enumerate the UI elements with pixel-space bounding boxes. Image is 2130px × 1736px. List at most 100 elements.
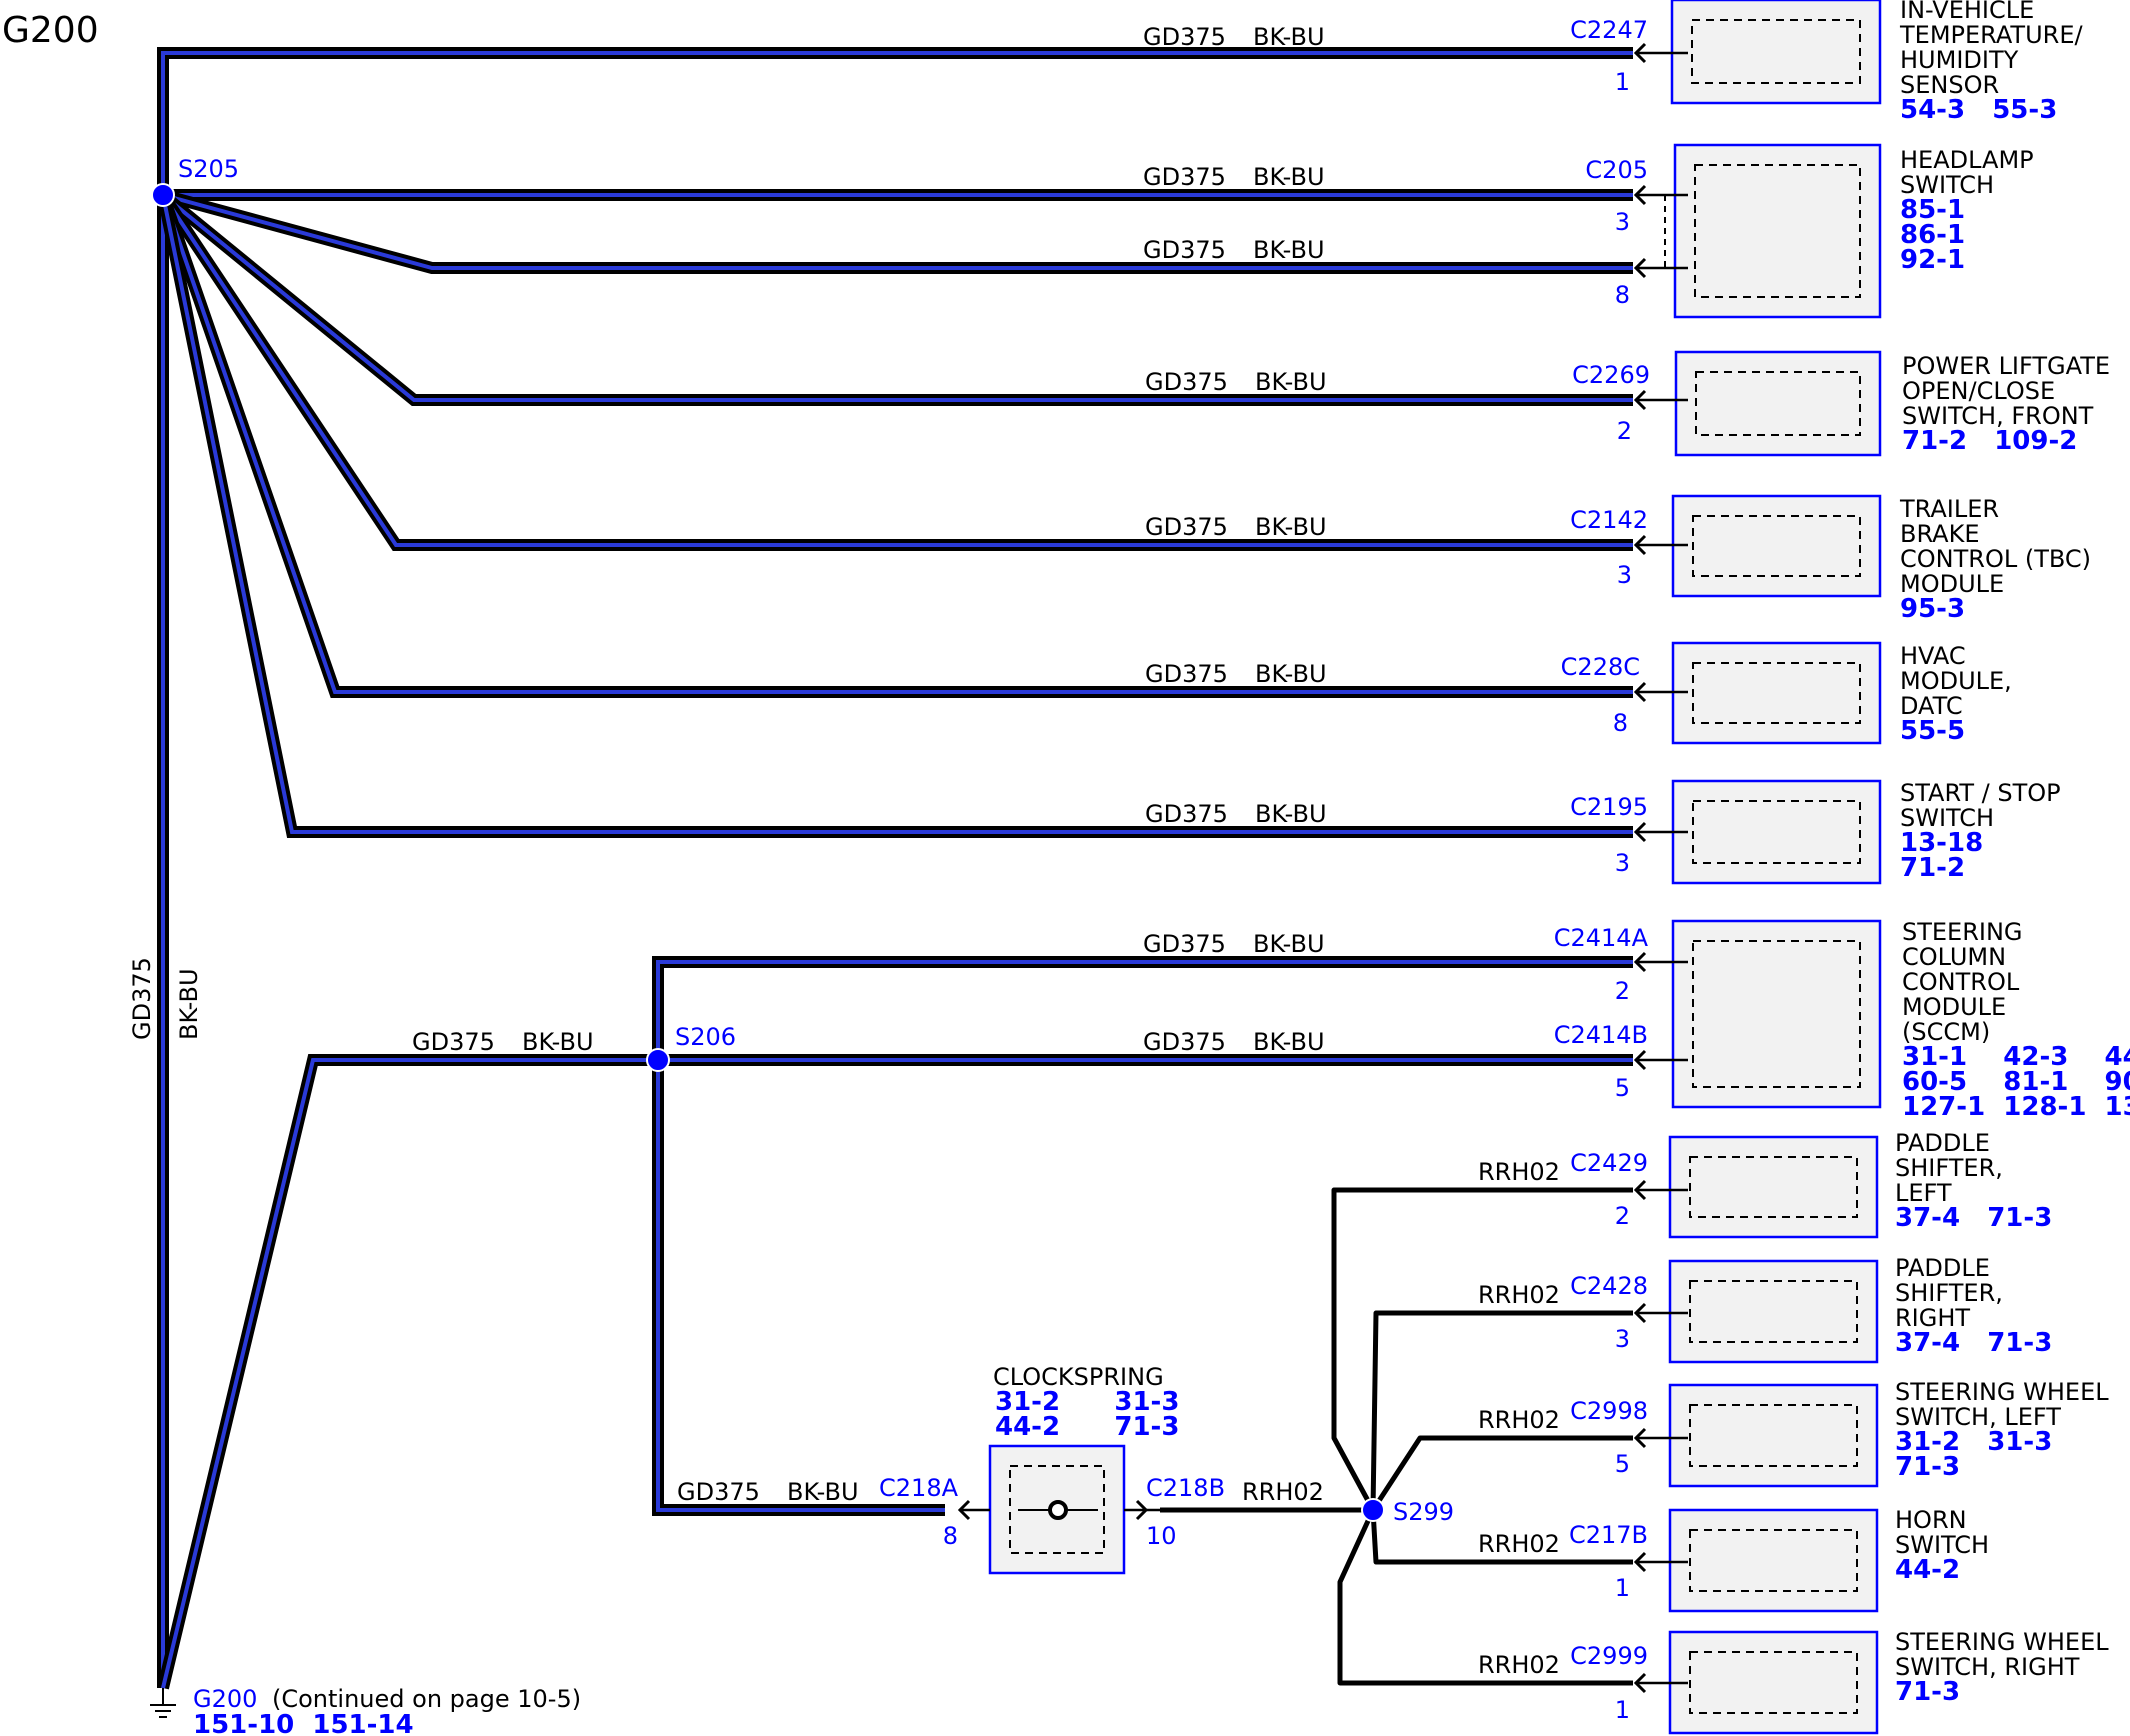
splice-points: [151, 183, 1385, 1522]
connector-label: C2414B: [1554, 1021, 1648, 1049]
clockspring-name: CLOCKSPRING: [993, 1363, 1164, 1391]
wire-label-rrh-0: RRH02: [1478, 1158, 1560, 1186]
component-name: STEERING WHEEL: [1895, 1378, 2109, 1406]
component-refs: 92-1: [1900, 245, 1965, 275]
wire-label-4-color: BK-BU: [1255, 513, 1327, 541]
component-refs: 55-5: [1900, 716, 1965, 746]
component-refs: 44-2: [1895, 1555, 1960, 1585]
component-name: (SCCM): [1902, 1018, 1990, 1046]
component-name: HORN: [1895, 1506, 1967, 1534]
wire-label-s206-in-color: BK-BU: [522, 1028, 594, 1056]
ground-refs: 151-10 151-14: [193, 1710, 414, 1736]
component-name: MODULE: [1900, 570, 2004, 598]
trunk-circuit-label: GD375: [128, 957, 156, 1040]
wire-c2269: [159, 190, 1633, 406]
component-refs: 31-1 42-3 44-2: [1902, 1042, 2130, 1072]
pin-number: 8: [1613, 709, 1628, 737]
component-refs: 13-18: [1900, 828, 1983, 858]
wire-c2999: [1337, 1508, 1633, 1686]
box-sw-switch-right: [1668, 1630, 1879, 1735]
component-name: STEERING: [1902, 918, 2023, 946]
component-refs: 54-3 55-3: [1900, 95, 2057, 125]
component-name: OPEN/CLOSE: [1902, 377, 2055, 405]
connector-label: C2269: [1572, 361, 1650, 389]
pin-number: 1: [1615, 1574, 1630, 1602]
box-start-stop: [1671, 779, 1882, 885]
wire-c217b: [1370, 1509, 1633, 1565]
wire-label-4-circuit: GD375: [1145, 513, 1228, 541]
wire-label-rrh-2: RRH02: [1478, 1406, 1560, 1434]
wire-c2247: [157, 47, 1633, 1688]
component-name: SWITCH: [1900, 804, 1994, 832]
component-refs: 86-1: [1900, 220, 1965, 250]
splice-label-s205: S205: [178, 155, 239, 183]
component-name: MODULE: [1902, 993, 2006, 1021]
wire-c205-8-core: [162, 193, 1633, 270]
connector-label: C2428: [1570, 1272, 1648, 1300]
component-name: SWITCH: [1900, 171, 1994, 199]
clockspring-refs-1: 31-2 31-3: [995, 1387, 1179, 1417]
box-sw-switch-right-inner: [1689, 1651, 1858, 1714]
connector-label: C228C: [1561, 653, 1640, 681]
wire-label-c218a-circuit: GD375: [677, 1478, 760, 1506]
component-refs: 37-4 71-3: [1895, 1203, 2052, 1233]
component-name: CONTROL: [1902, 968, 2020, 996]
box-tbc-module-inner: [1692, 515, 1861, 577]
wire-c2195-core: [161, 194, 1633, 834]
box-sw-switch-left: [1668, 1383, 1879, 1488]
wire-label-7-color: BK-BU: [1253, 930, 1325, 958]
splice-label-s206: S206: [675, 1023, 736, 1051]
wire-harness-rrh02: [1160, 1187, 1633, 1686]
component-name: TRAILER: [1899, 495, 1999, 523]
component-refs: 71-3: [1895, 1452, 1960, 1482]
wire-label-5-color: BK-BU: [1255, 660, 1327, 688]
pin-number: 5: [1615, 1074, 1630, 1102]
component-refs: 37-4 71-3: [1895, 1328, 2052, 1358]
wire-c218a-core: [656, 1060, 945, 1512]
component-name: RIGHT: [1895, 1304, 1970, 1332]
box-clockspring-inner: [1009, 1465, 1105, 1554]
wire-label-0-color: BK-BU: [1253, 23, 1325, 51]
wire-harness-gd375: [157, 47, 1633, 1690]
component-name: PADDLE: [1895, 1254, 1990, 1282]
component-name: LEFT: [1895, 1179, 1952, 1207]
ground-label: G200: [193, 1685, 257, 1713]
component-name: SHIFTER,: [1895, 1154, 2003, 1182]
connector-label-c218b: C218B: [1146, 1474, 1225, 1502]
component-refs: 31-2 31-3: [1895, 1427, 2052, 1457]
wire-label-rrh-4: RRH02: [1478, 1651, 1560, 1679]
pin-number: 2: [1615, 1202, 1630, 1230]
component-name: TEMPERATURE/: [1899, 21, 2083, 49]
box-power-liftgate-inner: [1695, 371, 1861, 436]
wire-c205-8: [161, 189, 1633, 274]
wire-label-2-color: BK-BU: [1253, 236, 1325, 264]
connector-label: C2998: [1570, 1397, 1648, 1425]
box-paddle-right-inner: [1689, 1280, 1858, 1343]
box-tbc-module: [1671, 494, 1882, 598]
ground-note: (Continued on page 10-5): [272, 1685, 581, 1713]
connector-label: C2999: [1570, 1642, 1648, 1670]
wire-label-c218a-color: BK-BU: [787, 1478, 859, 1506]
component-name: SWITCH, LEFT: [1895, 1403, 2061, 1431]
wire-label-s206-in-circuit: GD375: [412, 1028, 495, 1056]
component-boxes: [988, 0, 1882, 1735]
component-name: IN-VEHICLE: [1900, 0, 2034, 24]
component-name: SWITCH: [1895, 1531, 1989, 1559]
wire-c218a: [652, 1060, 945, 1516]
connector-label: C2195: [1570, 793, 1648, 821]
splice-s299: [1361, 1498, 1385, 1522]
component-name: HUMIDITY: [1900, 46, 2019, 74]
box-headlamp-switch: [1673, 143, 1882, 319]
connector-symbols: [150, 42, 1688, 1718]
connector-label: C217B: [1569, 1521, 1648, 1549]
component-refs: 71-2 109-2: [1902, 426, 2077, 456]
box-sw-switch-left-inner: [1689, 1404, 1858, 1467]
wire-label-0-circuit: GD375: [1143, 23, 1226, 51]
component-refs: 95-3: [1900, 594, 1965, 624]
wire-c2247-core: [161, 51, 1633, 1688]
wire-c2195: [157, 193, 1633, 838]
pin-number: 8: [1615, 281, 1630, 309]
component-name: START / STOP: [1900, 779, 2061, 807]
